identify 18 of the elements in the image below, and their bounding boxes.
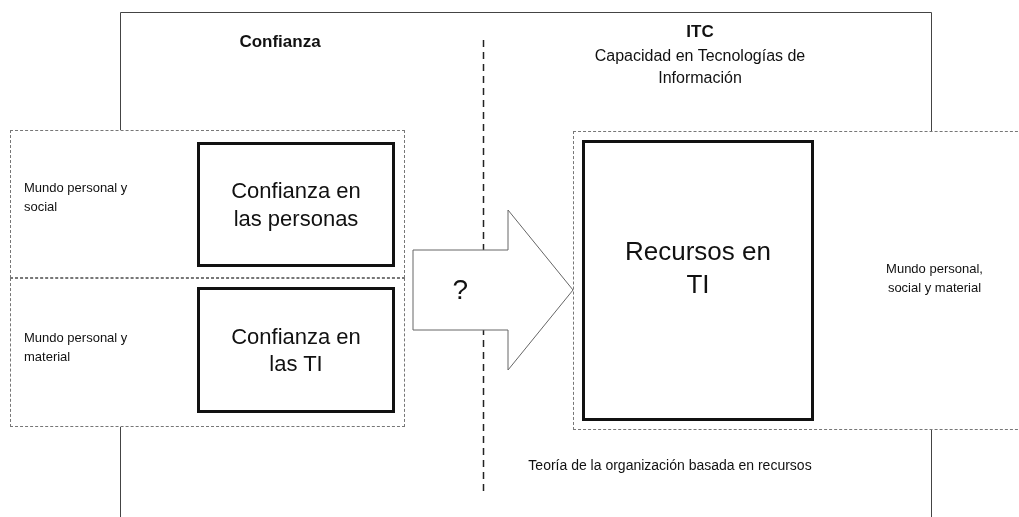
section-heading: Confianza [238, 31, 322, 53]
concept-text: Recursos en TI [625, 235, 771, 300]
section-heading: ITC [685, 21, 715, 43]
concept-text: Confianza en las TI [230, 322, 362, 378]
concept-text: Confianza en las personas [230, 177, 362, 232]
dotted-region [10, 130, 405, 278]
dotted-region [10, 278, 405, 427]
concept-box [197, 287, 395, 413]
region-label: Mundo personal, social y material [885, 260, 984, 297]
region-label: Mundo personal y social [24, 179, 129, 216]
concept-box [197, 142, 395, 267]
note-text: Teoría de la organización basada en recursos [527, 456, 813, 475]
concept-box [582, 140, 814, 421]
note-text: Capacidad en Tecnologías de Información [593, 46, 807, 89]
region-label: Mundo personal y material [24, 329, 129, 366]
edge-label: ? [452, 276, 469, 304]
block-arrow [412, 209, 574, 371]
dotted-region [573, 131, 1019, 430]
